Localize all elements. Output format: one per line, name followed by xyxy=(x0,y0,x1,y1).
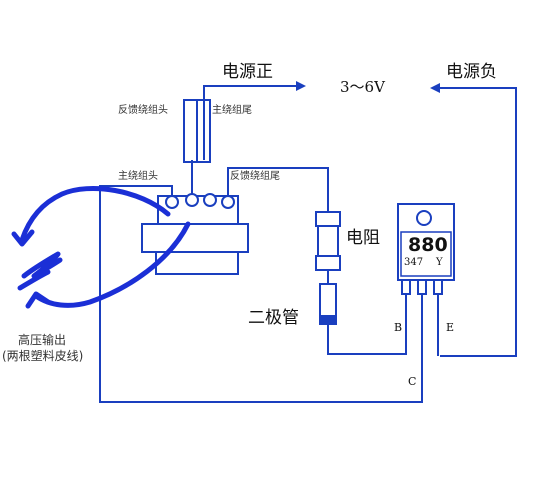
power-positive-label: 电源正 xyxy=(222,62,273,82)
transistor-part-number: 880 xyxy=(408,234,448,256)
transistor-symbol xyxy=(397,203,455,402)
feedback-winding-tail-label: 反馈绕组尾 xyxy=(230,171,280,182)
power-negative-wire xyxy=(430,83,517,357)
power-negative-label: 电源负 xyxy=(446,62,497,82)
transistor-pin-emitter-label: E xyxy=(446,321,455,334)
feedback-winding-head-lead xyxy=(183,99,211,200)
main-winding-head-label: 主绕组头 xyxy=(118,171,158,182)
transformer-symbol xyxy=(141,193,249,275)
main-winding-tail-label: 主绕组尾 xyxy=(212,105,252,116)
resistor-symbol xyxy=(315,211,341,284)
diode-label: 二极管 xyxy=(248,308,299,328)
transistor-pin-collector-label: C xyxy=(408,375,417,388)
transistor-marking-right: Y xyxy=(436,257,443,268)
voltage-label: 3～6V xyxy=(340,78,385,96)
hv-output-scribble xyxy=(11,186,191,309)
hv-output-label: 高压输出 xyxy=(18,333,67,347)
feedback-winding-head-label: 反馈绕组头 xyxy=(118,105,168,116)
power-positive-wire xyxy=(203,81,306,160)
resistor-label: 电阻 xyxy=(346,228,380,248)
diode-symbol xyxy=(319,283,337,336)
transistor-marking-left: 347 xyxy=(404,257,424,268)
main-winding-head-wire xyxy=(99,185,423,403)
transistor-pin-base-label: B xyxy=(394,321,403,334)
hv-output-sublabel: (两根塑料皮线) xyxy=(2,349,84,363)
